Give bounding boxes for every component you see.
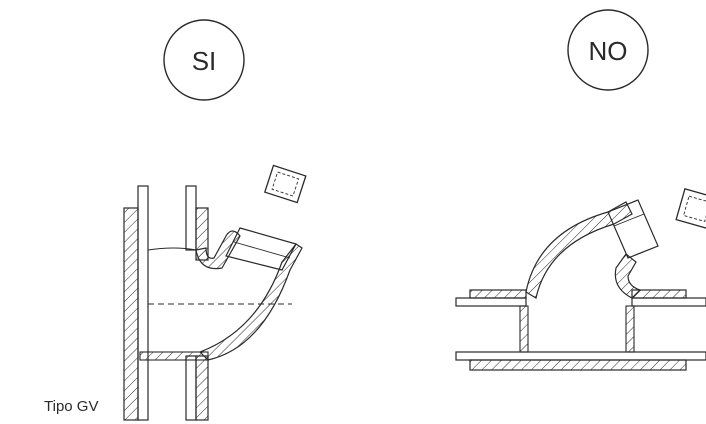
vertical-pipe — [123, 185, 209, 421]
detached-gasket-right — [675, 187, 706, 230]
detached-gasket-left — [263, 164, 307, 204]
branch-fitting-inverted — [525, 199, 659, 299]
correct-badge-label: SI — [192, 46, 217, 76]
incorrect-badge-label: NO — [589, 36, 628, 66]
incorrect-badge: NO — [567, 9, 649, 91]
correct-badge: SI — [163, 19, 245, 101]
correct-installation-panel: SI — [44, 19, 307, 421]
incorrect-installation-panel: NO — [455, 9, 706, 371]
fitting-type-caption: Tipo GV — [44, 398, 98, 415]
horizontal-pipe — [455, 289, 706, 371]
branch-fitting — [139, 227, 303, 361]
